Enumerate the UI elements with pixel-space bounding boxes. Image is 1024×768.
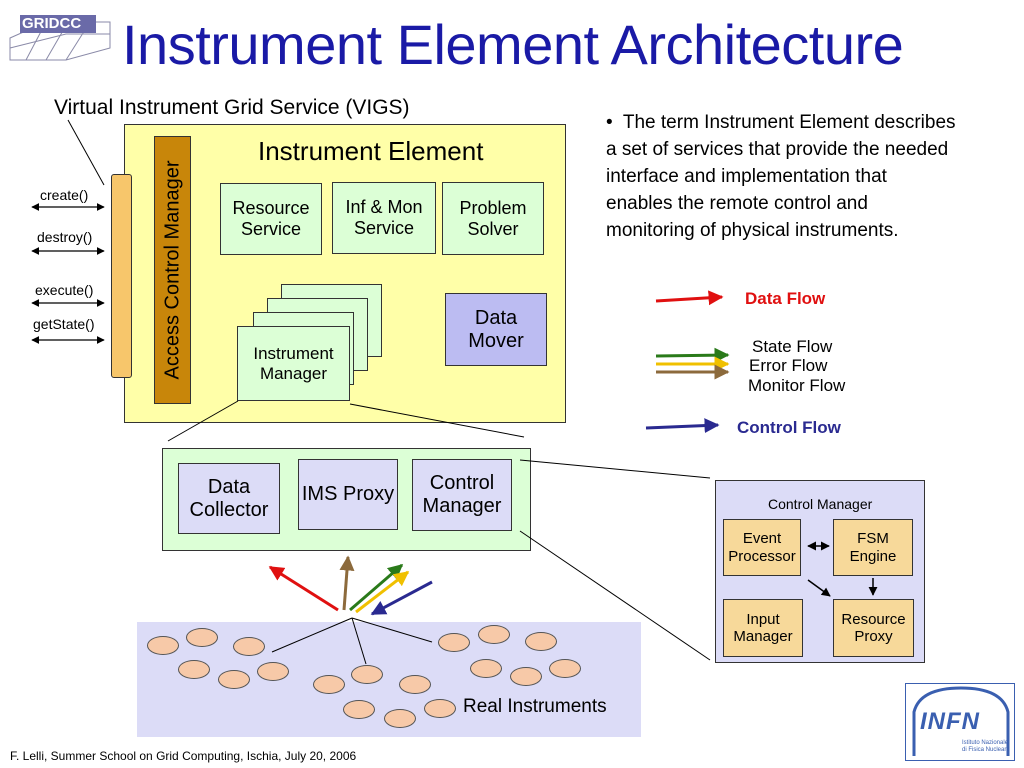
legend-state-flow: State Flow — [752, 337, 833, 356]
instrument-oval — [424, 699, 456, 718]
vigs-interface-bar — [111, 174, 132, 378]
cm-zoom-line-bottom — [519, 530, 711, 661]
instrument-link — [271, 617, 353, 653]
real-instruments-label: Real Instruments — [463, 696, 607, 717]
instrument-oval — [399, 675, 431, 694]
instrument-oval — [218, 670, 250, 689]
resource-service-box: Resource Service — [220, 183, 322, 255]
instrument-oval — [470, 659, 502, 678]
gridcc-logo: GRIDCC — [6, 12, 116, 62]
gridcc-logo-text: GRIDCC — [22, 15, 82, 32]
resource-proxy-label: Resource Proxy — [841, 610, 906, 645]
infn-logo-text: INFN — [920, 708, 980, 735]
instrument-oval — [257, 662, 289, 681]
instrument-oval — [438, 633, 470, 652]
vigs-label: Virtual Instrument Grid Service (VIGS) — [54, 96, 410, 119]
description-text: • The term Instrument Element describes … — [606, 110, 958, 245]
infn-logo-subtitle: Istituto Nazionale di Fisica Nucleare — [962, 740, 1010, 753]
cm-zoom-line-top — [519, 459, 711, 479]
resource-service-label: Resource Service — [232, 198, 310, 239]
vigs-pointer-line — [67, 119, 105, 186]
control-flow-arrow — [370, 580, 433, 616]
data-flow-arrow — [268, 565, 339, 612]
legend-control-flow: Control Flow — [737, 418, 841, 437]
event-processor-label: Event Processor — [728, 530, 796, 565]
op-create-label: create() — [40, 187, 89, 203]
legend-data-flow: Data Flow — [745, 289, 826, 308]
error-flow-arrow — [355, 570, 410, 614]
data-collector-box: Data Collector — [178, 463, 280, 534]
instrument-oval — [233, 637, 265, 656]
legend-error-flow: Error Flow — [749, 356, 828, 375]
control-manager-detail-title: Control Manager — [768, 496, 873, 512]
instrument-oval — [313, 675, 345, 694]
inf-mon-service-label: Inf & Mon Service — [345, 197, 423, 238]
instrument-link — [351, 617, 433, 643]
fsm-engine-box: FSM Engine — [833, 519, 913, 576]
op-getstate-label: getState() — [33, 316, 95, 332]
access-control-manager: Access Control Manager — [154, 136, 191, 404]
instrument-manager-box: Instrument Manager — [237, 326, 350, 401]
instrument-oval — [343, 700, 375, 719]
monitor-flow-arrow — [339, 555, 355, 611]
data-collector-label: Data Collector — [189, 475, 269, 521]
fsm-engine-label: FSM Engine — [849, 530, 897, 565]
infn-logo: INFN Istituto Nazionale di Fisica Nuclea… — [905, 683, 1015, 761]
input-manager-label: Input Manager — [733, 610, 793, 645]
op-destroy-label: destroy() — [37, 229, 93, 245]
legend-state-flow-arrow — [655, 347, 730, 363]
data-mover-label: Data Mover — [468, 306, 524, 352]
op-execute-label: execute() — [35, 282, 94, 298]
ims-proxy-label: IMS Proxy — [301, 483, 395, 505]
problem-solver-label: Problem Solver — [459, 197, 527, 239]
resource-proxy-box: Resource Proxy — [833, 599, 914, 657]
control-manager-label: Control Manager — [422, 472, 502, 517]
instrument-oval — [351, 665, 383, 684]
legend-data-flow-arrow — [655, 290, 724, 306]
instrument-oval — [525, 632, 557, 651]
inf-mon-service-box: Inf & Mon Service — [332, 182, 436, 254]
footer-citation: F. Lelli, Summer School on Grid Computin… — [10, 749, 357, 763]
problem-solver-box: Problem Solver — [442, 182, 544, 255]
legend-monitor-flow: Monitor Flow — [748, 376, 846, 395]
instrument-oval — [549, 659, 581, 678]
instrument-manager-label: Instrument Manager — [253, 343, 334, 383]
control-manager-box: Control Manager — [412, 459, 512, 531]
input-manager-box: Input Manager — [723, 599, 803, 657]
instrument-oval — [510, 667, 542, 686]
instrument-oval — [384, 709, 416, 728]
event-processor-box: Event Processor — [723, 519, 801, 576]
zoom-line-left — [167, 400, 239, 442]
zoom-line-right — [349, 403, 525, 438]
ims-proxy-box: IMS Proxy — [298, 459, 398, 530]
instrument-link — [351, 617, 367, 665]
legend-control-flow-arrow — [645, 418, 720, 434]
instrument-oval — [478, 625, 510, 644]
instrument-oval — [186, 628, 218, 647]
bullet-glyph: • — [606, 112, 623, 133]
description-body: The term Instrument Element describes a … — [606, 112, 956, 241]
data-mover-box: Data Mover — [445, 293, 547, 366]
page-title: Instrument Element Architecture — [122, 13, 904, 76]
instrument-element-label: Instrument Element — [258, 136, 484, 166]
instrument-oval — [178, 660, 210, 679]
instrument-oval — [147, 636, 179, 655]
event-resource-arrow — [807, 579, 831, 597]
